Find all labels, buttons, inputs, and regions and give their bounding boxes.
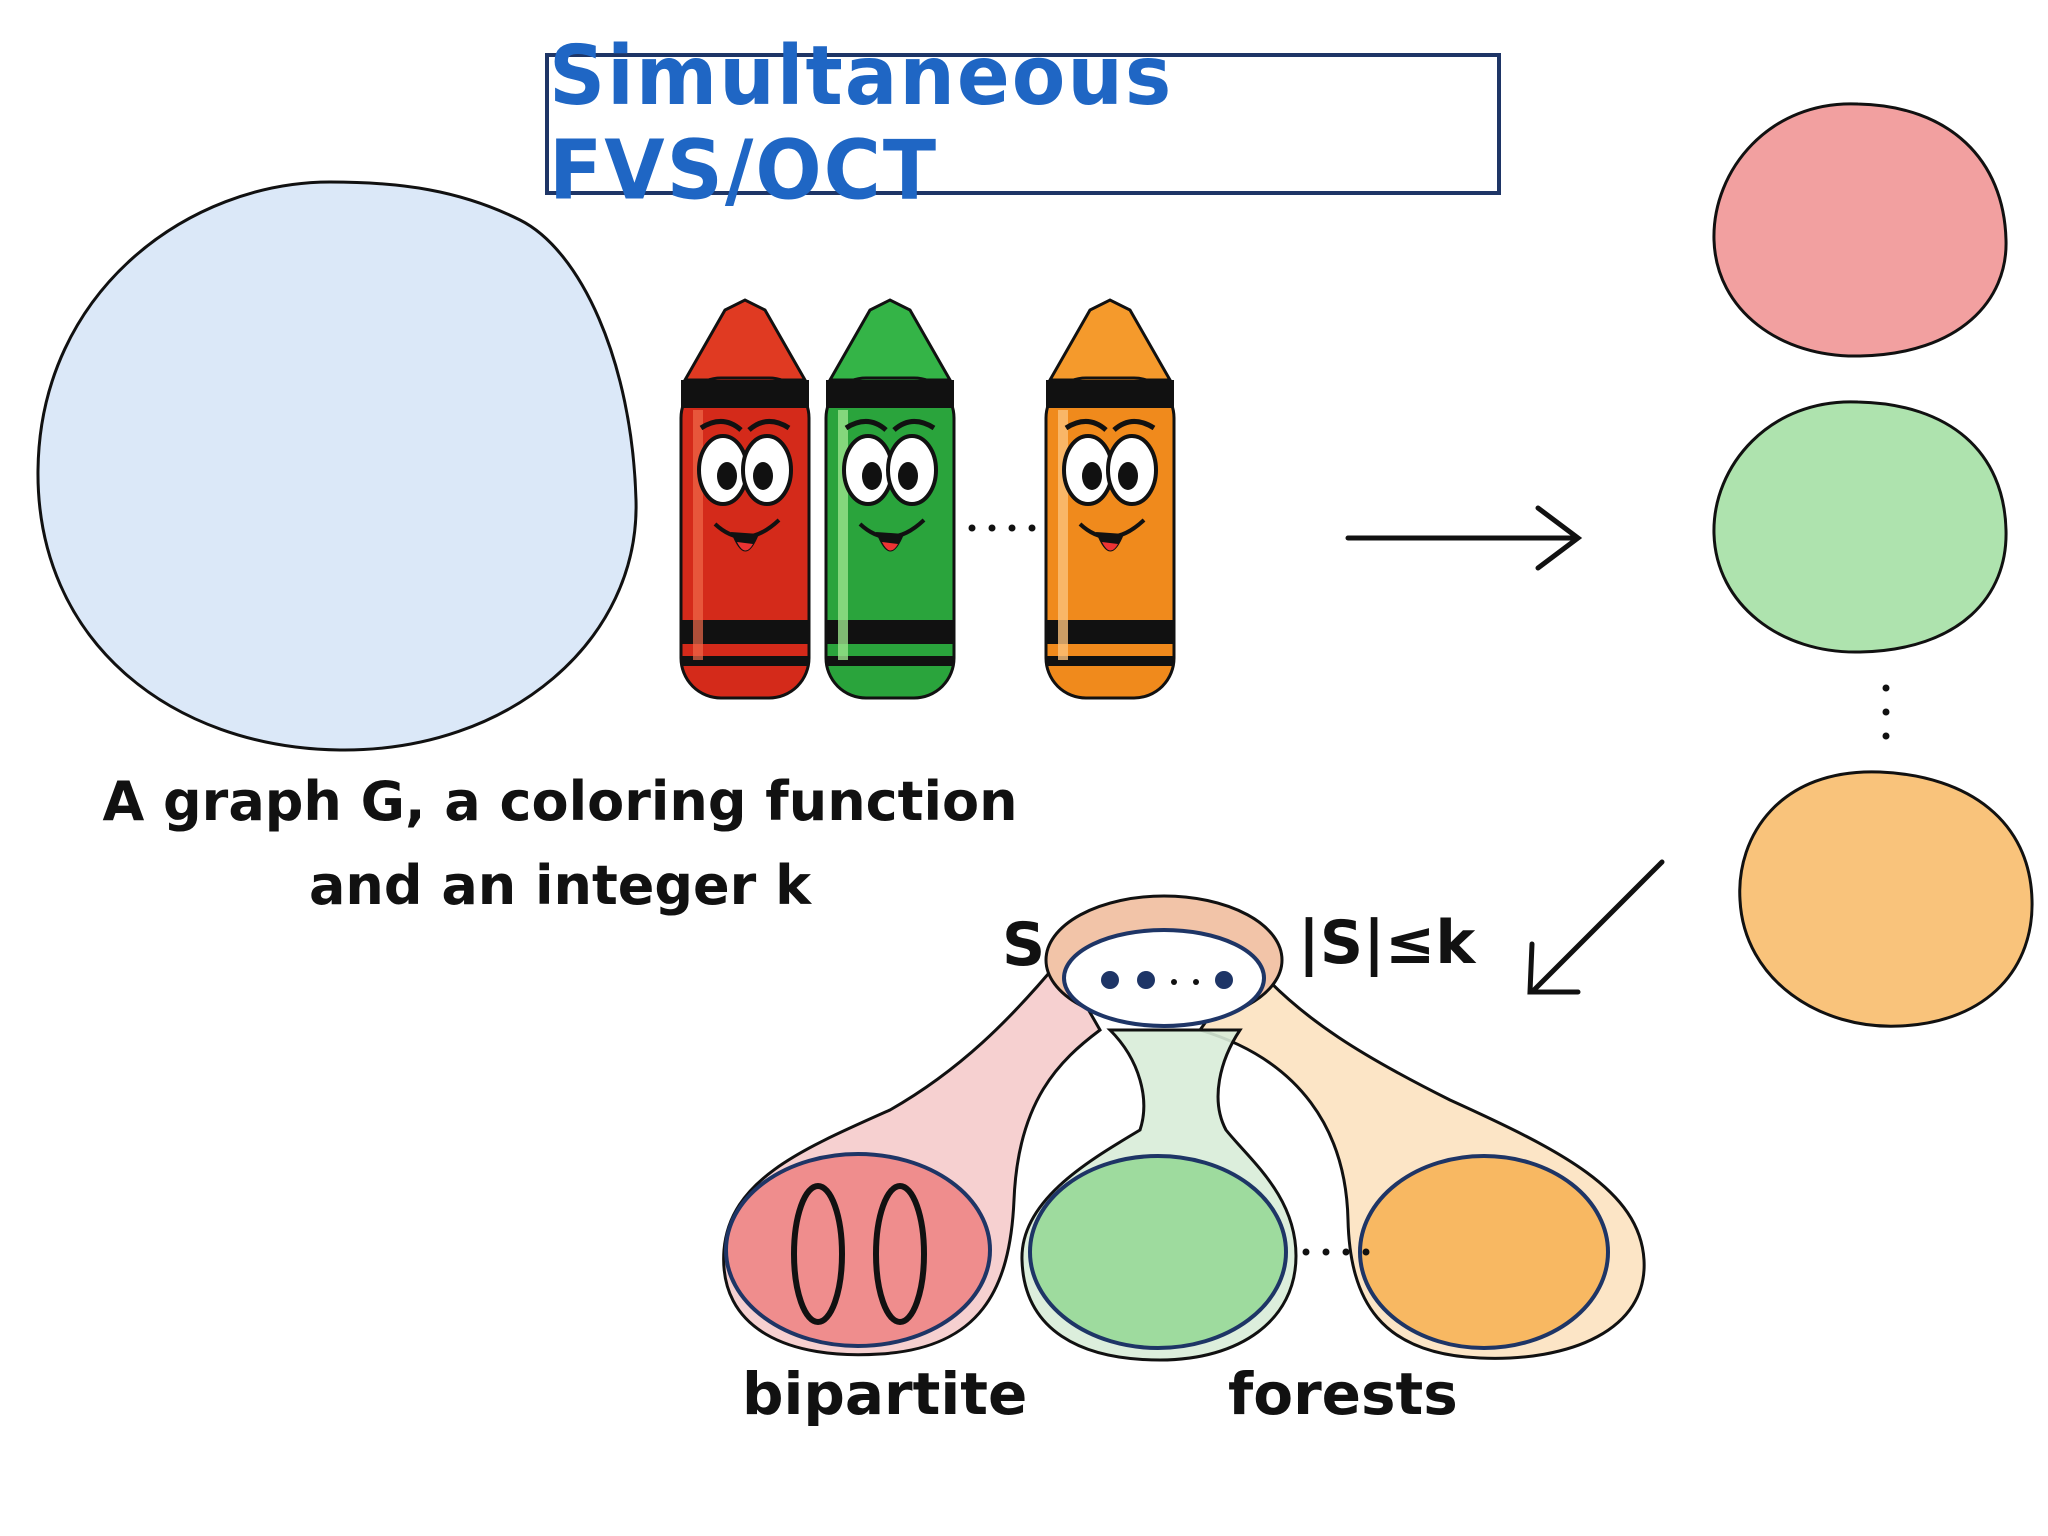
- forests-label: forests: [1228, 1360, 1458, 1428]
- orange-crayon-icon: [1044, 298, 1176, 700]
- green-color-class: [1712, 400, 2008, 654]
- input-caption-line-2: and an integer k: [308, 854, 812, 917]
- forest-part-orange: [1358, 1154, 1610, 1350]
- bipartite-part: [724, 1152, 992, 1348]
- right-arrow-icon: [1345, 505, 1583, 571]
- input-caption-line-1: A graph G, a coloring function: [102, 770, 1018, 833]
- bipartite-label: bipartite: [742, 1360, 1028, 1428]
- vertical-ellipsis-icon: [1882, 684, 1890, 740]
- bipartite-side-left: [791, 1183, 845, 1325]
- solution-size-bound: |S|≤k: [1298, 908, 1476, 978]
- red-crayon-icon: [679, 298, 811, 700]
- solution-set: [1062, 928, 1266, 1028]
- parts-ellipsis-icon: [1302, 1248, 1370, 1256]
- green-crayon-icon: [824, 298, 956, 700]
- page-title: Simultaneous FVS/OCT: [549, 29, 1174, 219]
- solution-set-label: S: [1002, 910, 1046, 980]
- input-caption: A graph G, a coloring function and an in…: [100, 760, 1020, 928]
- ellipsis-icon: [968, 524, 1036, 532]
- red-color-class: [1712, 102, 2008, 358]
- input-graph-blob: [36, 180, 638, 752]
- title-box: Simultaneous FVS/OCT: [545, 30, 1501, 219]
- bipartite-side-right: [873, 1183, 927, 1325]
- orange-color-class: [1738, 770, 2034, 1028]
- down-left-arrow-icon: [1527, 859, 1665, 995]
- forest-part-green: [1028, 1154, 1288, 1350]
- solution-vertices: [1101, 971, 1233, 989]
